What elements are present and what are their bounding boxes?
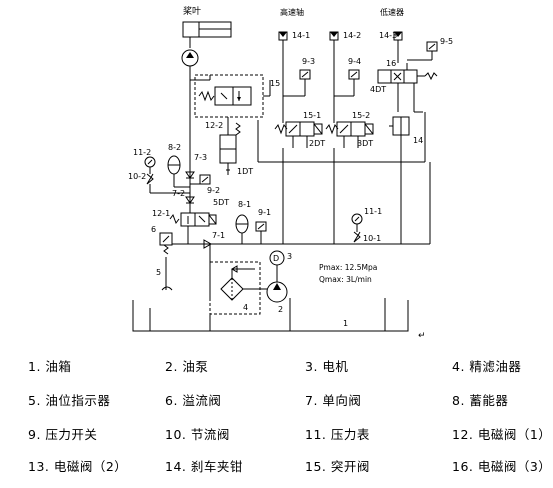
accumulator-8-1: 8-1 [235,200,251,244]
pressure-switch-9-5: 9-5 [407,37,453,61]
legend-row-4: 13. 电磁阀（2） 14. 刹车夹钳 15. 突开阀 16. 电磁阀（3） [0,458,553,480]
legend-item: 14. 刹车夹钳 [165,459,243,474]
callout-9-2: 9-2 [207,186,220,195]
check-valve-7-1: 7-1 [203,231,225,249]
callout-5dt: 5DT [213,198,229,207]
burst-valve-15: 15 [194,74,280,118]
solenoid-valve-12-2: 12-2 1DT [205,117,253,176]
filter-box-4: 4 [209,261,261,315]
callout-12-2: 12-2 [205,121,223,130]
oil-tank-1: 1 [132,298,409,332]
pressure-switch-9-2: 9-2 [190,174,220,195]
brake-port-14-2: 14-2 [329,31,361,123]
legend-row-1: 1. 油箱 2. 油泵 3. 电机 4. 精滤油器 [0,358,553,380]
callout-9-4: 9-4 [348,57,361,66]
callout-14-1: 14-1 [292,31,310,40]
label-low-speed: 低速器 [380,7,404,17]
legend-row-3: 9. 压力开关 10. 节流阀 11. 压力表 12. 电磁阀（1） [0,426,553,448]
callout-9-3: 9-3 [302,57,315,66]
legend-item: 13. 电磁阀（2） [28,459,128,474]
legend-item: 4. 精滤油器 [452,359,522,374]
callout-8-2: 8-2 [168,143,181,152]
brake-port-14-3: 14-3 [379,31,403,63]
callout-2dt: 2DT [309,139,325,148]
pressure-switch-9-4: 9-4 [334,57,361,97]
oil-level-indicator-5: 5 [156,268,173,291]
label-paddle: 桨叶 [183,5,201,17]
legend-item: 15. 突开阀 [305,459,370,474]
legend-item: 16. 电磁阀（3） [452,459,552,474]
pressure-switch-9-1: 9-1 [255,208,271,244]
callout-10-2: 10-2 [128,172,146,181]
accumulator-8-2: 8-2 [167,143,190,188]
legend-item: 5. 油位指示器 [28,393,111,408]
relief-valve-6: 6 [151,225,173,290]
legend-item: 11. 压力表 [305,427,370,442]
callout-9-1: 9-1 [258,208,271,217]
callout-8-1: 8-1 [238,200,251,209]
pressure-gauge-11-2: 11-2 10-2 [128,148,190,194]
callout-6: 6 [151,225,156,234]
callout-5: 5 [156,268,161,277]
legend-row-2: 5. 油位指示器 6. 溢流阀 7. 单向阀 8. 蓄能器 [0,392,553,414]
brake-port-14-1: 14-1 [278,31,310,123]
hydraulic-schematic: 桨叶 高速轴 低速器 15 12-2 1DT [128,5,453,341]
callout-14-3: 14-3 [379,31,397,40]
rotary-actuator [181,49,199,140]
callout-4: 4 [243,303,248,312]
callout-7-2: 7-2 [172,189,185,198]
callout-11-1: 11-1 [364,207,382,216]
solenoid-valve-13-1: 15-1 2DT [274,111,325,148]
spec-pmax: Pmax: 12.5Mpa [319,263,377,272]
check-valve-7-2: 7-2 [172,140,195,213]
brake-caliper-14: 14 [389,116,423,145]
callout-10-1: 10-1 [363,234,381,243]
callout-14-2: 14-2 [343,31,361,40]
callout-15-1: 15-1 [303,111,321,120]
callout-3: 3 [287,252,292,261]
legend-item: 3. 电机 [305,359,349,374]
pressure-switch-9-3: 9-3 [283,57,315,97]
callout-9-5: 9-5 [440,37,453,46]
callout-1dt: 1DT [237,167,253,176]
paddle-cylinder [182,21,232,48]
motor-3: D 3 [269,250,292,266]
legend-item: 1. 油箱 [28,359,72,374]
callout-7-1: 7-1 [212,231,225,240]
callout-11-2: 11-2 [133,148,151,157]
callout-16: 16 [386,59,396,68]
callout-1: 1 [343,319,348,328]
callout-2: 2 [278,305,283,314]
check-valve-7-3: 7-3 [185,153,207,179]
legend: 1. 油箱 2. 油泵 3. 电机 4. 精滤油器 5. 油位指示器 6. 溢流… [0,352,553,488]
callout-7-3: 7-3 [194,153,207,162]
callout-4dt: 4DT [370,85,386,94]
legend-item: 10. 节流阀 [165,427,230,442]
callout-15: 15 [270,79,280,88]
legend-item: 7. 单向阀 [305,393,362,408]
spec-qmax: Qmax: 3L/min [319,275,372,284]
solenoid-valve-16: 16 4DT [370,59,438,113]
callout-3dt: 3DT [357,139,373,148]
legend-item: 2. 油泵 [165,359,209,374]
paragraph-mark-icon: ↵ [418,331,426,341]
callout-15-2: 15-2 [352,111,370,120]
legend-item: 9. 压力开关 [28,427,98,442]
motor-d-glyph: D [273,254,279,263]
callout-12-1: 12-1 [152,209,170,218]
legend-item: 8. 蓄能器 [452,393,509,408]
legend-item: 12. 电磁阀（1） [452,427,552,442]
solenoid-valve-13-2: 15-2 3DT [325,111,374,148]
pump-2: 2 [243,265,288,314]
label-high-speed: 高速轴 [280,7,304,17]
legend-item: 6. 溢流阀 [165,393,222,408]
solenoid-valve-12-1: 12-1 5DT [152,198,229,244]
callout-14: 14 [413,136,423,145]
pressure-gauge-11-1: 11-1 10-1 [351,207,382,243]
